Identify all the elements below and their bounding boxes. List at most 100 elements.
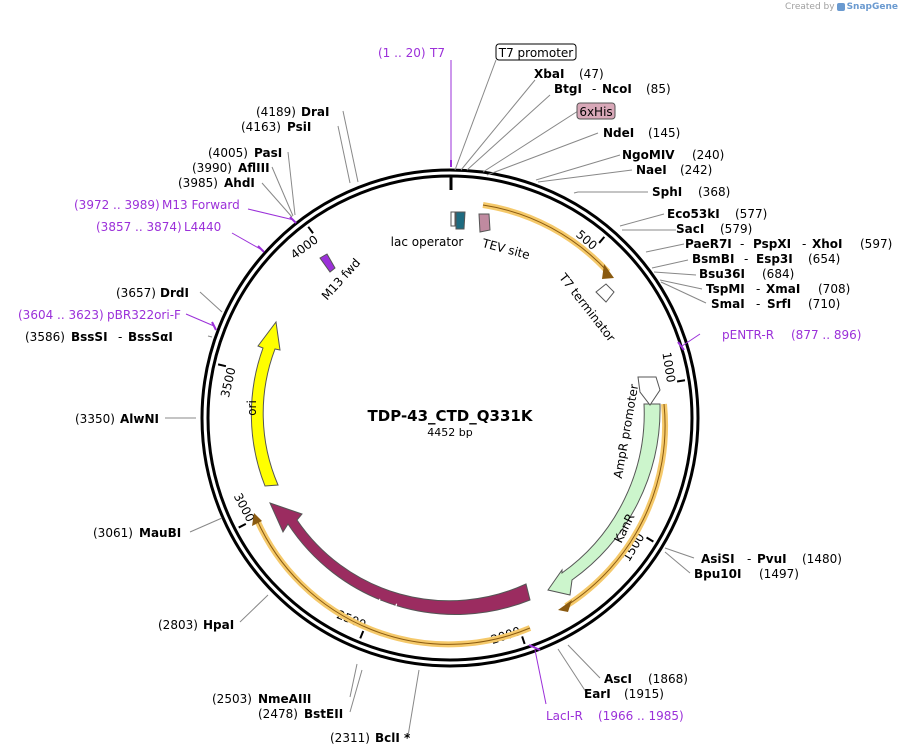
- tick-mark: [307, 226, 314, 234]
- svg-text:(242): (242): [680, 163, 712, 177]
- svg-text:EarI: EarI: [584, 687, 611, 701]
- site-ahdi[interactable]: (3985) AhdI: [178, 176, 255, 190]
- site-bsmbi-esp3i[interactable]: BsmBI - Esp3I (654): [692, 252, 840, 266]
- svg-text:(577): (577): [735, 207, 767, 221]
- svg-text:DraI: DraI: [301, 105, 329, 119]
- orf-arc-tdp43-line: [482, 204, 609, 273]
- tick-mark: [676, 379, 686, 383]
- svg-text:Bpu10I: Bpu10I: [694, 567, 741, 581]
- svg-text:-: -: [802, 237, 806, 251]
- svg-text:(708): (708): [818, 282, 850, 296]
- site-tspmi-xmai[interactable]: TspMI - XmaI (708): [706, 282, 850, 296]
- svg-text:SacI: SacI: [676, 222, 704, 236]
- site-bsssi[interactable]: (3586) BssSI - BssSαI: [25, 330, 173, 344]
- tev-site-feature[interactable]: [478, 213, 491, 233]
- svg-text:-: -: [118, 330, 122, 344]
- svg-text:AflIII: AflIII: [238, 161, 270, 175]
- site-pasi[interactable]: (4005) PasI: [208, 146, 282, 160]
- svg-text:(2311): (2311): [330, 731, 370, 745]
- site-bsteii[interactable]: (2478) BstEII: [258, 707, 343, 721]
- site-nmeaiii[interactable]: (2503) NmeAIII: [212, 692, 311, 706]
- site-smai-srfi[interactable]: SmaI - SrfI (710): [711, 297, 840, 311]
- svg-text:(3350): (3350): [75, 412, 115, 426]
- site-hpai[interactable]: (2803) HpaI: [158, 618, 234, 632]
- site-psii[interactable]: (4163) PsiI: [241, 120, 311, 134]
- t7-terminator-feature[interactable]: [595, 283, 615, 303]
- primer-pbr322ori-f[interactable]: (3604 .. 3623) pBR322ori-F: [18, 308, 181, 322]
- svg-text:AhdI: AhdI: [224, 176, 255, 190]
- site-eari[interactable]: EarI (1915): [584, 687, 664, 701]
- ampr-promoter-label: AmpR promoter: [611, 383, 641, 479]
- site-drdi[interactable]: (3657) DrdI: [116, 286, 189, 300]
- site-xbai[interactable]: XbaI (47): [534, 67, 604, 81]
- svg-text:NaeI: NaeI: [636, 163, 667, 177]
- tev-site-label: TEV site: [480, 236, 532, 262]
- svg-text:(3990): (3990): [192, 161, 232, 175]
- svg-text:(2503): (2503): [212, 692, 252, 706]
- site-asci[interactable]: AscI (1868): [604, 672, 688, 686]
- site-naei[interactable]: NaeI (242): [636, 163, 712, 177]
- svg-text:DrdI: DrdI: [160, 286, 189, 300]
- m13-fwd-feature[interactable]: [319, 253, 336, 273]
- site-bsu36i[interactable]: Bsu36I (684): [699, 267, 794, 281]
- site-drai[interactable]: (4189) DraI: [256, 105, 329, 119]
- svg-text:(1497): (1497): [759, 567, 799, 581]
- svg-text:PasI: PasI: [254, 146, 282, 160]
- tick-mark: [646, 536, 654, 543]
- svg-text:PsiI: PsiI: [287, 120, 311, 134]
- svg-text:(1868): (1868): [648, 672, 688, 686]
- orf-arc-kanr-line: [565, 403, 666, 607]
- svg-text:-: -: [756, 282, 760, 296]
- ampr-promoter-feature[interactable]: [637, 376, 661, 406]
- his-tag-box[interactable]: [576, 102, 616, 120]
- svg-text:pENTR-R: pENTR-R: [722, 328, 774, 342]
- site-ndei[interactable]: NdeI (145): [603, 126, 680, 140]
- svg-text:(4005): (4005): [208, 146, 248, 160]
- svg-text:(4189): (4189): [256, 105, 296, 119]
- leader-lines: [165, 59, 707, 737]
- backbone-outer-strand: [200, 168, 700, 668]
- site-eco53ki[interactable]: Eco53kI (577): [667, 207, 767, 221]
- plasmid-name: TDP-43_CTD_Q331K: [368, 407, 534, 425]
- primer-m13-forward[interactable]: (3972 .. 3989) M13 Forward: [74, 198, 240, 212]
- orf-arc-laci-arrow: [252, 513, 262, 526]
- site-aflii[interactable]: (3990) AflIII: [192, 161, 270, 175]
- site-ngomiv[interactable]: NgoMIV (240): [622, 148, 724, 162]
- site-paer7i-pspxi-xhoi[interactable]: PaeR7I - PspXI - XhoI (597): [685, 237, 892, 251]
- backbone-inner-strand: [206, 174, 694, 662]
- svg-text:Esp3I: Esp3I: [756, 252, 793, 266]
- t7-promoter-box[interactable]: [495, 43, 577, 61]
- primer-l4440[interactable]: (3857 .. 3874) L4440: [96, 220, 221, 234]
- svg-text:(1915): (1915): [624, 687, 664, 701]
- site-sphi[interactable]: SphI (368): [652, 185, 730, 199]
- site-btgi-ncoi[interactable]: BtgI - NcoI (85): [554, 82, 671, 96]
- svg-text:NdeI: NdeI: [603, 126, 634, 140]
- svg-text:XmaI: XmaI: [766, 282, 800, 296]
- svg-text:(1480): (1480): [802, 552, 842, 566]
- orf-arc-tdp43-arrow: [602, 264, 614, 279]
- lac-operator-feature[interactable]: [455, 211, 466, 230]
- svg-text:(4163): (4163): [241, 120, 281, 134]
- site-bcli[interactable]: (2311) BclI *: [330, 731, 411, 745]
- svg-text:(1966 .. 1985): (1966 .. 1985): [598, 709, 684, 723]
- site-bpu10i[interactable]: Bpu10I (1497): [694, 567, 799, 581]
- svg-text:(3061): (3061): [93, 526, 133, 540]
- credit-text: Created by: [785, 2, 835, 12]
- site-asisi-pvui[interactable]: AsiSI - PvuI (1480): [701, 552, 842, 566]
- site-maubi[interactable]: (3061) MauBI: [93, 526, 181, 540]
- site-alwni[interactable]: (3350) AlwNI: [75, 412, 159, 426]
- ori-feature[interactable]: [250, 320, 281, 487]
- site-saci[interactable]: SacI (579): [676, 222, 752, 236]
- svg-text:BssSI: BssSI: [71, 330, 108, 344]
- primer-laci-r[interactable]: LacI-R (1966 .. 1985): [546, 709, 684, 723]
- svg-text:-: -: [592, 82, 596, 96]
- lac-operator-label: lac operator: [391, 235, 464, 249]
- laci-feature[interactable]: [269, 502, 531, 615]
- snapgene-logo-icon: [836, 3, 845, 11]
- svg-text:SphI: SphI: [652, 185, 682, 199]
- svg-text:LacI-R: LacI-R: [546, 709, 583, 723]
- kanr-feature[interactable]: [547, 403, 661, 596]
- svg-text:(368): (368): [698, 185, 730, 199]
- primer-pentr-r[interactable]: pENTR-R (877 .. 896): [722, 328, 861, 342]
- svg-text:PvuI: PvuI: [757, 552, 787, 566]
